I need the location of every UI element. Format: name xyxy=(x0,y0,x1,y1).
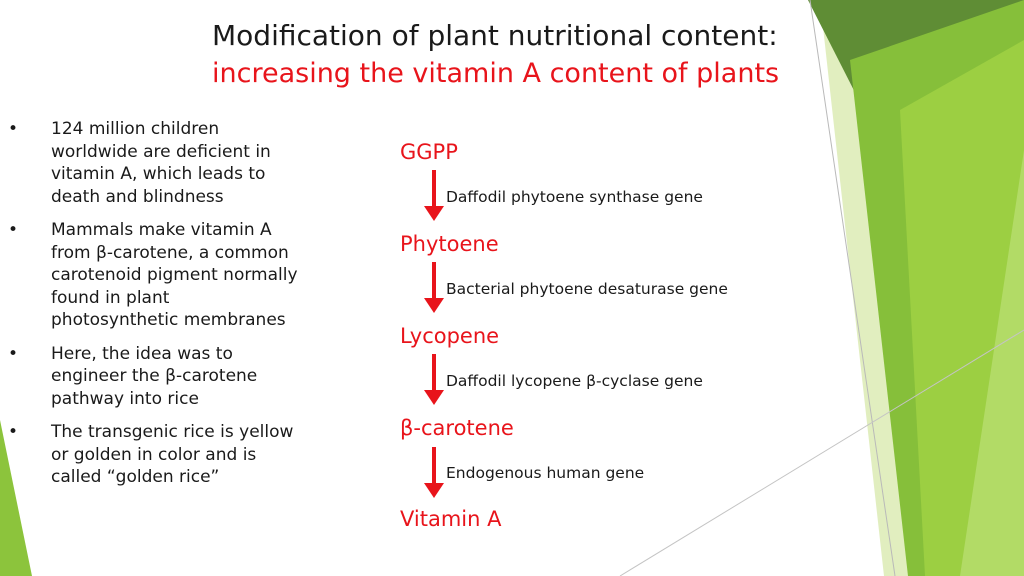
pathway-gene-2: Bacterial phytoene desaturase gene xyxy=(446,280,728,298)
bullet-marker: • xyxy=(8,119,19,139)
bullet-text: The transgenic rice is yellow or golden … xyxy=(51,422,294,487)
deco-light-strip xyxy=(960,150,1024,576)
arrow-head xyxy=(424,483,444,498)
bullet-marker: • xyxy=(8,343,19,364)
bullet-item: • The transgenic rice is yellow or golde… xyxy=(8,421,298,489)
deco-thin-line-2 xyxy=(619,329,1024,576)
bullet-list: • 124 million children worldwide are def… xyxy=(8,118,298,500)
bullet-item: • 124 million children worldwide are def… xyxy=(8,118,298,208)
bullet-marker: • xyxy=(8,422,19,442)
pathway-node-lycopene: Lycopene xyxy=(400,324,500,348)
pathway-gene-3: Daffodil lycopene β-cyclase gene xyxy=(446,372,703,390)
arrow-shaft xyxy=(432,262,436,300)
bullet-text: 124 million children worldwide are defic… xyxy=(51,119,271,207)
arrow-head xyxy=(424,206,444,221)
bullet-item: • Here, the idea was to engineer the β-c… xyxy=(8,343,298,411)
deco-left-corner xyxy=(0,420,32,576)
pathway-node-beta-carotene: β-carotene xyxy=(400,416,514,440)
bullet-item: • Mammals make vitamin A from β-carotene… xyxy=(8,219,298,332)
pathway-node-vitamin-a: Vitamin A xyxy=(400,507,502,531)
arrow-shaft xyxy=(432,170,436,208)
down-arrow-icon xyxy=(424,447,444,499)
arrow-shaft xyxy=(432,447,436,485)
pathway-node-ggpp: GGPP xyxy=(400,140,458,164)
down-arrow-icon xyxy=(424,262,444,314)
arrow-head xyxy=(424,298,444,313)
arrow-shaft xyxy=(432,354,436,392)
pathway-gene-4: Endogenous human gene xyxy=(446,464,645,482)
bullet-text: Mammals make vitamin A from β-carotene, … xyxy=(51,220,298,330)
title-line-2: increasing the vitamin A content of plan… xyxy=(212,58,780,89)
title-line-1: Modification of plant nutritional conten… xyxy=(212,19,778,52)
bullet-marker: • xyxy=(8,220,19,240)
pathway-gene-1: Daffodil phytoene synthase gene xyxy=(446,188,703,206)
down-arrow-icon xyxy=(424,170,444,222)
deco-thin-line-1 xyxy=(809,0,896,576)
pathway-node-phytoene: Phytoene xyxy=(400,232,499,256)
down-arrow-icon xyxy=(424,354,444,406)
arrow-head xyxy=(424,390,444,405)
bullet-text: Here, the idea was to engineer the β-car… xyxy=(51,343,258,409)
